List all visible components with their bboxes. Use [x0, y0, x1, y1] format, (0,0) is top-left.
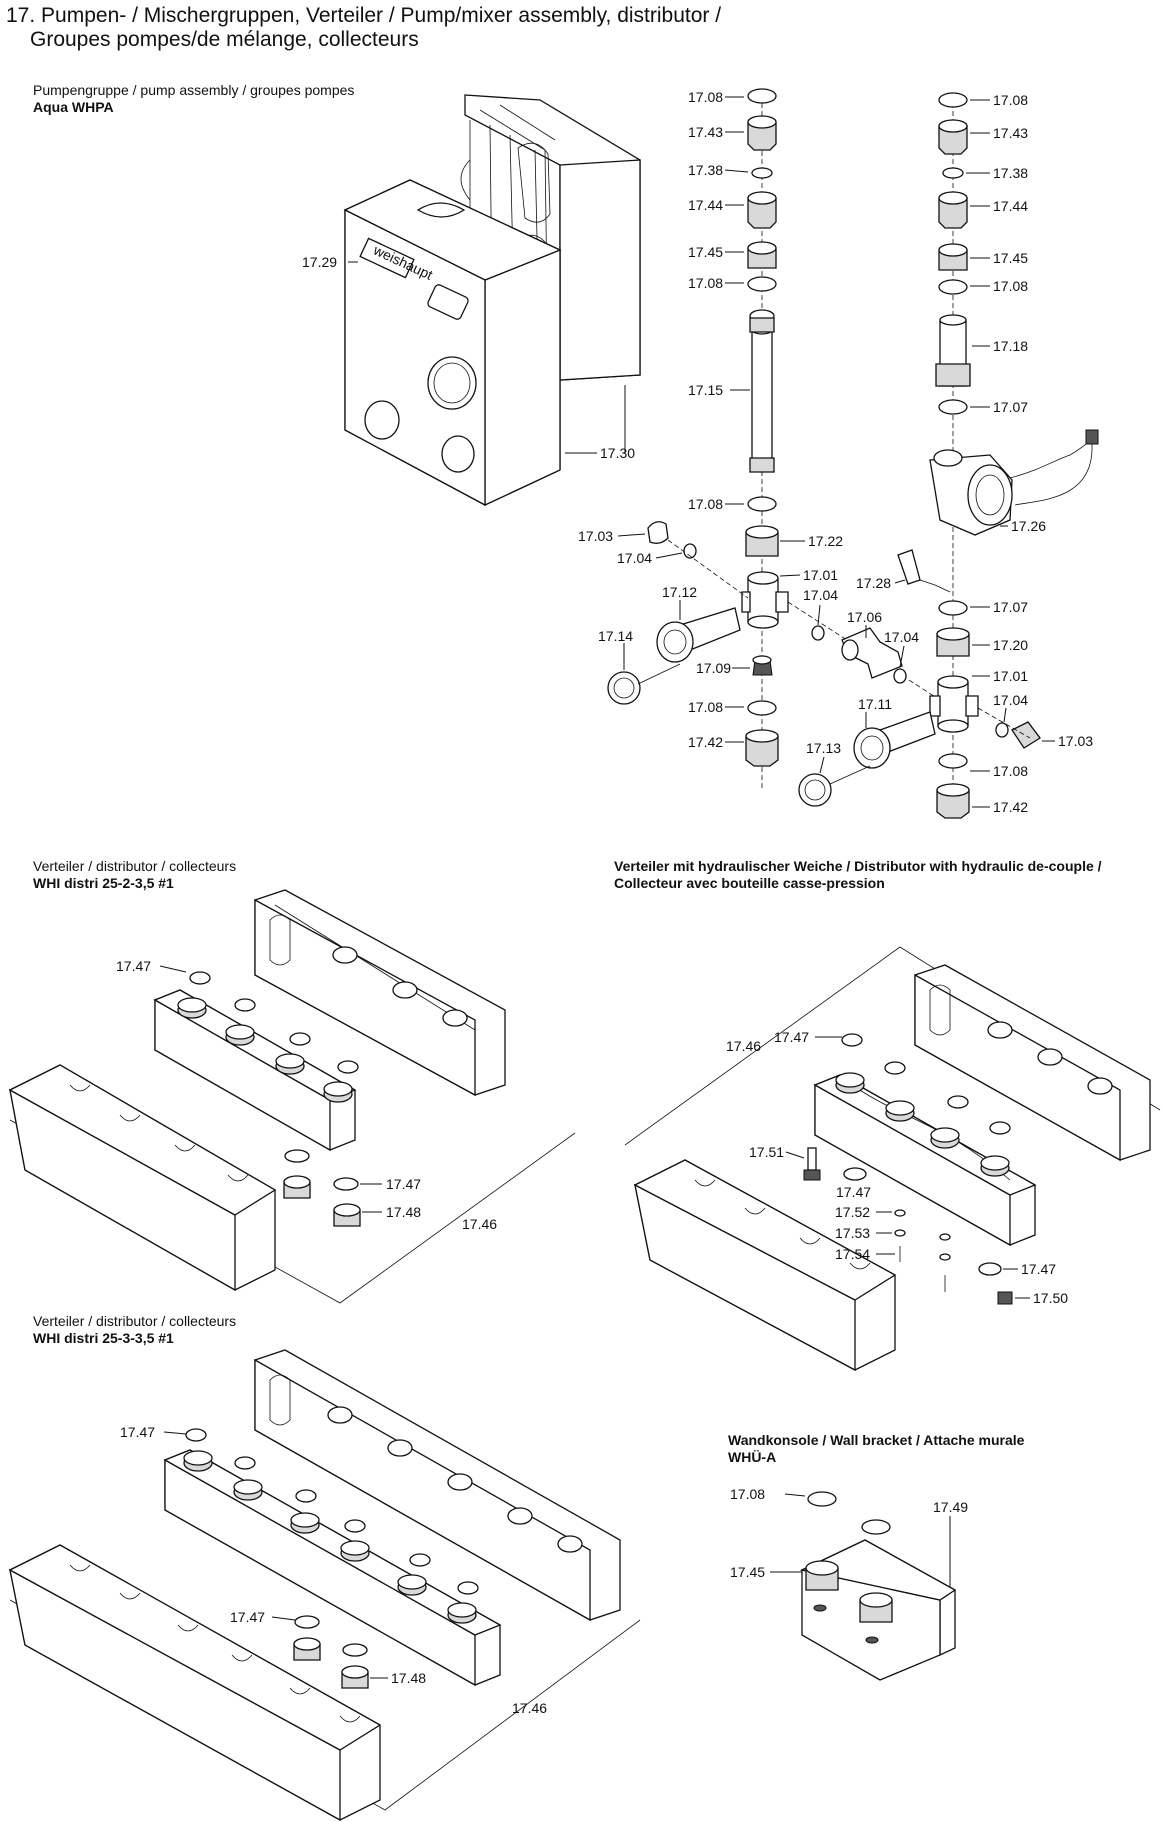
distributor-1-heading: Verteiler / distributor / collecteurs WH…	[33, 858, 237, 891]
distributor-2-drawing	[8, 1349, 641, 1822]
label-17-04: 17.04	[803, 587, 838, 603]
distributor-2-heading: Verteiler / distributor / collecteurs WH…	[33, 1313, 237, 1346]
label-17-04: 17.04	[617, 550, 652, 566]
label-17-45: 17.45	[730, 1564, 765, 1580]
label-17-15: 17.15	[688, 382, 723, 398]
right-stack-parts	[798, 92, 1099, 819]
label-17-08: 17.08	[993, 763, 1028, 779]
pump-assembly-heading: Pumpengruppe / pump assembly / groupes p…	[33, 82, 355, 115]
right-stack-callouts: 17.08 17.43 17.38 17.44 17.45 17.08 17.1…	[806, 92, 1093, 815]
label-17-04: 17.04	[993, 692, 1028, 708]
label-17-43: 17.43	[993, 125, 1028, 141]
label-17-47: 17.47	[120, 1424, 155, 1440]
label-17-29: 17.29	[302, 254, 337, 270]
label-17-01: 17.01	[803, 567, 838, 583]
label-17-42: 17.42	[993, 799, 1028, 815]
label-17-45: 17.45	[688, 244, 723, 260]
label-17-44: 17.44	[688, 197, 723, 213]
label-17-48: 17.48	[391, 1670, 426, 1686]
label-17-38: 17.38	[688, 162, 723, 178]
label-17-47: 17.47	[836, 1184, 871, 1200]
label-17-38: 17.38	[993, 165, 1028, 181]
label-17-01: 17.01	[993, 668, 1028, 684]
label-17-47: 17.47	[230, 1609, 265, 1625]
label-17-46: 17.46	[726, 1038, 761, 1054]
label-17-07: 17.07	[993, 599, 1028, 615]
label-17-52: 17.52	[835, 1204, 870, 1220]
label-17-49: 17.49	[933, 1499, 968, 1515]
label-17-43: 17.43	[688, 124, 723, 140]
distributor-hydraulic-callouts: 17.46 17.47 17.51 17.47 17.52 17.53 17.5…	[726, 1029, 1068, 1306]
left-stack-parts	[607, 88, 941, 790]
left-stack-callouts: 17.08 17.43 17.38 17.44 17.45 17.08 17.1…	[578, 89, 919, 750]
label-17-08: 17.08	[688, 699, 723, 715]
label-17-30: 17.30	[600, 445, 635, 461]
label-17-47: 17.47	[1021, 1261, 1056, 1277]
label-17-14: 17.14	[598, 628, 633, 644]
page-title: 17. Pumpen- / Mischergruppen, Verteiler …	[6, 4, 721, 52]
label-17-07: 17.07	[993, 399, 1028, 415]
label-17-28: 17.28	[856, 575, 891, 591]
label-17-11: 17.11	[858, 696, 892, 712]
label-17-09: 17.09	[696, 660, 731, 676]
label-17-47: 17.47	[116, 958, 151, 974]
label-17-26: 17.26	[1011, 518, 1046, 534]
label-17-44: 17.44	[993, 198, 1028, 214]
label-17-03: 17.03	[578, 528, 613, 544]
distributor-hydraulic-heading: Verteiler mit hydraulischer Weiche / Dis…	[614, 858, 1102, 891]
label-17-42: 17.42	[688, 734, 723, 750]
label-17-08: 17.08	[688, 275, 723, 291]
label-17-08: 17.08	[688, 496, 723, 512]
distributor-1-drawing	[8, 889, 576, 1304]
title-line-1: 17. Pumpen- / Mischergruppen, Verteiler …	[6, 4, 722, 27]
label-17-46: 17.46	[462, 1216, 497, 1232]
label-17-47: 17.47	[774, 1029, 809, 1045]
label-17-54: 17.54	[835, 1246, 870, 1262]
distributor-hydraulic-drawing	[624, 946, 1161, 1372]
wall-bracket-callouts: 17.08 17.49 17.45	[730, 1486, 968, 1588]
label-17-22: 17.22	[808, 533, 843, 549]
label-17-45: 17.45	[993, 250, 1028, 266]
label-17-06: 17.06	[847, 609, 882, 625]
label-17-08: 17.08	[688, 89, 723, 105]
label-17-47: 17.47	[386, 1176, 421, 1192]
wall-bracket-heading: Wandkonsole / Wall bracket / Attache mur…	[728, 1432, 1025, 1465]
weishaupt-logo-plate	[359, 237, 415, 279]
distributor-1-callouts: 17.47 17.47 17.48 17.46	[116, 958, 497, 1232]
label-17-13: 17.13	[806, 740, 841, 756]
label-17-18: 17.18	[993, 338, 1028, 354]
label-17-51: 17.51	[749, 1144, 784, 1160]
label-17-08: 17.08	[730, 1486, 765, 1502]
label-17-08: 17.08	[993, 92, 1028, 108]
label-17-20: 17.20	[993, 637, 1028, 653]
label-17-50: 17.50	[1033, 1290, 1068, 1306]
label-17-04: 17.04	[884, 629, 919, 645]
pump-insulation-callouts: 17.29 17.30	[302, 254, 635, 461]
label-17-46: 17.46	[512, 1700, 547, 1716]
wall-bracket-drawing	[800, 1491, 957, 1681]
label-17-12: 17.12	[662, 584, 697, 600]
label-17-48: 17.48	[386, 1204, 421, 1220]
label-17-08: 17.08	[993, 278, 1028, 294]
label-17-53: 17.53	[835, 1225, 870, 1241]
title-line-2: Groupes pompes/de mélange, collecteurs	[30, 28, 419, 51]
label-17-03: 17.03	[1058, 733, 1093, 749]
distributor-2-callouts: 17.47 17.47 17.48 17.46	[120, 1424, 547, 1716]
pump-insulation-shell: weishaupt	[343, 94, 641, 507]
